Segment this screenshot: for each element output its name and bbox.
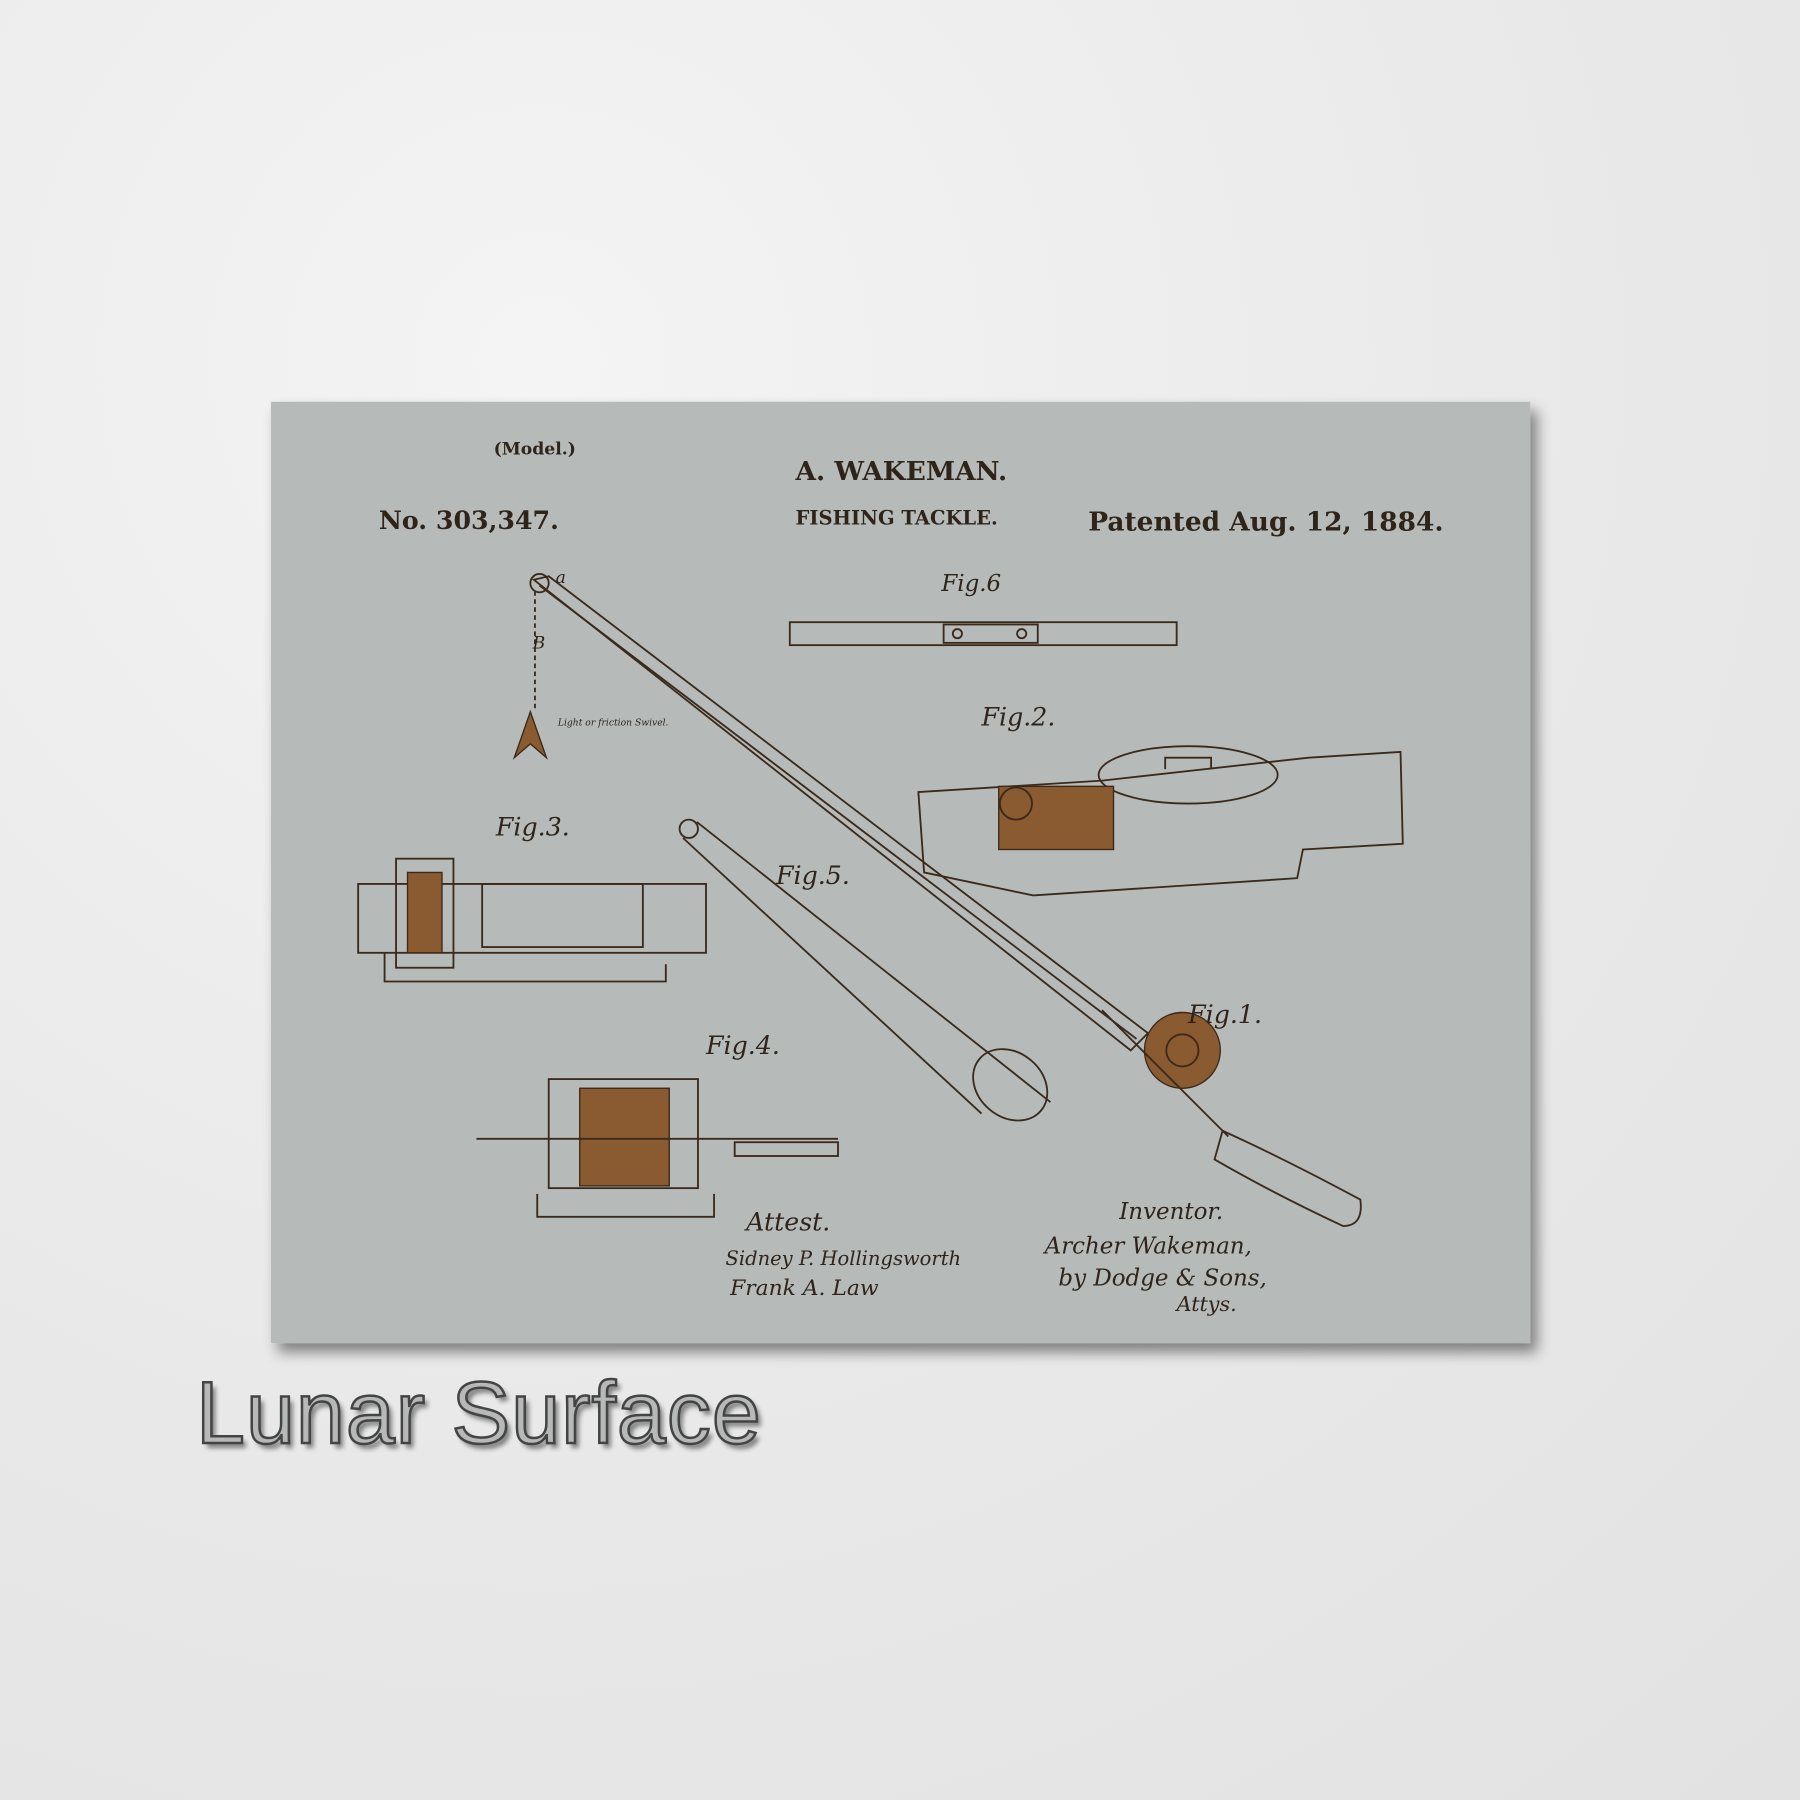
witness-2-signature: Frank A. Law xyxy=(729,1276,879,1301)
lure-note: Light or friction Swivel. xyxy=(557,718,669,729)
fig2-label: Fig.2. xyxy=(981,703,1056,732)
witness-1-signature: Sidney P. Hollingsworth xyxy=(726,1247,962,1270)
fig4-drawing xyxy=(476,1078,839,1218)
fig2-drawing xyxy=(917,745,1404,897)
attest-label: Attest. xyxy=(744,1208,830,1237)
fig3-label: Fig.3. xyxy=(495,813,570,842)
product-caption: Lunar Surface xyxy=(195,1362,762,1464)
attorney-suffix: Attys. xyxy=(1175,1292,1237,1316)
model-label: (Model.) xyxy=(494,440,576,460)
inventor-heading: A. WAKEMAN. xyxy=(795,456,1008,487)
fig1-label: Fig.1. xyxy=(1187,1000,1262,1029)
inventor-signature: Archer Wakeman, xyxy=(1043,1234,1252,1260)
fig5-label: Fig.5. xyxy=(775,861,850,890)
fishing-rod-drawing xyxy=(512,573,1362,1227)
poster-panel xyxy=(270,401,1531,1344)
attorney-signature: by Dodge & Sons, xyxy=(1058,1266,1266,1292)
patent-number: No. 303,347. xyxy=(379,505,559,535)
fig4-label: Fig.4. xyxy=(705,1031,780,1060)
fig6-drawing xyxy=(788,621,1178,647)
label-a: a xyxy=(556,568,566,588)
patent-title: FISHING TACKLE. xyxy=(796,507,998,530)
fig6-label: Fig.6 xyxy=(940,571,1001,597)
patent-date: Patented Aug. 12, 1884. xyxy=(1088,506,1443,537)
inventor-label: Inventor. xyxy=(1118,1199,1223,1225)
label-b: B xyxy=(532,634,546,654)
fig3-drawing xyxy=(357,857,707,983)
fig5-drawing xyxy=(678,818,1051,1122)
